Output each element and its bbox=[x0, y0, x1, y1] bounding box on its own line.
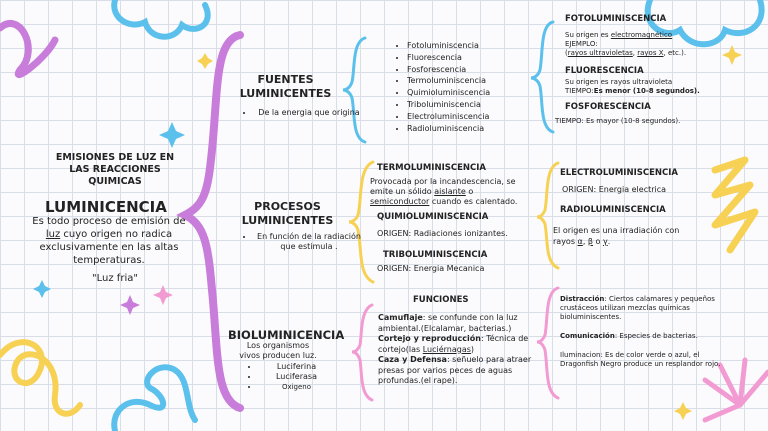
procesos-bullet: En función de la radiación que estimula … bbox=[254, 232, 364, 252]
fuentes-list-item: Triboluminiscencia bbox=[407, 99, 537, 111]
note-distraccion: Distracción: Ciertos calamares y pequeño… bbox=[560, 295, 715, 321]
fuentes-bullet: De la energia que origina bbox=[254, 108, 364, 118]
radio-title: RADIOLUMINISCENCIA bbox=[560, 205, 666, 215]
main-title: EMISIONES DE LUZ EN LAS REACCIONES QUIMI… bbox=[55, 152, 175, 187]
procesos-title: PROCESOS LUMINICENTES bbox=[241, 200, 334, 227]
bio-title: BIOLUMINICENCIA bbox=[228, 328, 345, 342]
tribo-title: TRIBOLUMINISCENCIA bbox=[383, 250, 488, 260]
pink-brace-funciones bbox=[351, 303, 374, 402]
fuentes-list-item: Termoluminiscencia bbox=[407, 75, 537, 87]
luciernagas-link[interactable]: Luciérnagas bbox=[422, 344, 471, 354]
electromagnetico-link[interactable]: electromagnético bbox=[610, 31, 673, 39]
bio-sub: Los organismos vivos producen luz. bbox=[239, 341, 317, 360]
blue-sparkle bbox=[159, 122, 185, 148]
fuentes-bullet-list: De la energia que origina bbox=[240, 108, 364, 118]
note-iluminacion: Iluminacion: Es de color verde o azul, e… bbox=[560, 351, 721, 368]
fluor-title: FLUORESCENCIA bbox=[565, 66, 644, 76]
fosfor-title: FOSFORESCENCIA bbox=[565, 102, 651, 112]
fuentes-list: FotoluminiscenciaFluorescenciaFosforesce… bbox=[393, 40, 537, 134]
aislante-link[interactable]: aislante bbox=[434, 187, 466, 196]
pink-brace-notes bbox=[536, 286, 560, 400]
fuentes-list-item: Fotoluminiscencia bbox=[407, 40, 537, 52]
blue-brace-list bbox=[342, 36, 367, 144]
blue-cloud-top-left bbox=[111, 0, 211, 40]
semiconductor-link[interactable]: semiconductor bbox=[370, 197, 430, 206]
fluor-text: Su origen es rayos ultravioleta TIEMPO:E… bbox=[565, 78, 700, 95]
purple-sparkle bbox=[120, 295, 140, 315]
termo-text: Provocada por la incandescencia, se emit… bbox=[370, 177, 518, 206]
fosfor-text: TIEMPO: Es mayor (10-8 segundos). bbox=[555, 117, 681, 125]
quimio-title: QUIMIOLUMINISCENCIA bbox=[377, 212, 489, 222]
notes-text: Distracción: Ciertos calamares y pequeño… bbox=[560, 295, 730, 369]
funcion-cortejo: Cortejo y reproducción: Técnica de corte… bbox=[378, 334, 529, 354]
fuentes-list-item: Fluorescencia bbox=[407, 52, 537, 64]
funcion-caza: Caza y Defensa: señuelo para atraer pres… bbox=[378, 355, 532, 385]
fuentes-list-item: Electroluminiscencia bbox=[407, 111, 537, 123]
rayos-ultravioletas-link[interactable]: rayos ultravioletas bbox=[567, 49, 633, 57]
funciones-text: Camuflaje: se confunde con la luz ambien… bbox=[378, 313, 538, 387]
funcion-camuflaje: Camuflaje: se confunde con la luz ambien… bbox=[378, 313, 518, 333]
purple-scribble-top-left bbox=[0, 20, 59, 79]
bio-list-item: Luciferina bbox=[259, 362, 334, 372]
yellow-sparkle-small bbox=[197, 53, 213, 69]
bio-list-item: Luciferasa bbox=[259, 372, 334, 382]
fuentes-list-item: Quimioluminiscencia bbox=[407, 87, 537, 99]
radio-text: El origen es una irradiación con rayos α… bbox=[553, 226, 680, 246]
fuentes-title: FUENTES LUMINICENTES bbox=[239, 73, 332, 100]
bio-list: LuciferinaLuciferasaOxigeno bbox=[245, 362, 334, 392]
quimio-text: ORIGEN: Radiaciones ionizantes. bbox=[377, 229, 508, 238]
termo-title: TERMOLUMINISCENCIA bbox=[377, 163, 487, 173]
pink-starburst bbox=[702, 357, 768, 423]
electro-text: ORIGEN: Energia electrica bbox=[562, 185, 667, 194]
rayos-x-link[interactable]: rayos X bbox=[637, 49, 664, 57]
main-purple-brace bbox=[176, 31, 244, 412]
main-description: Es todo proceso de emisión de luz cuyo o… bbox=[32, 216, 186, 266]
bio-list-item: Oxigeno bbox=[259, 382, 334, 392]
funciones-title: FUNCIONES bbox=[413, 295, 469, 305]
foto-title: FOTOLUMINISCENCIA bbox=[565, 14, 667, 24]
electro-title: ELECTROLUMINISCENCIA bbox=[560, 168, 679, 178]
fuentes-list-item: Radioluminiscencia bbox=[407, 123, 537, 135]
blue-loop-bottom bbox=[111, 364, 198, 431]
main-heading: LUMINICENCIA bbox=[45, 198, 167, 216]
luz-link[interactable]: luz bbox=[45, 229, 61, 240]
note-comunicacion: Comunicación: Especies de bacterias. bbox=[560, 332, 698, 340]
tribo-text: ORIGEN: Energia Mecanica bbox=[377, 264, 485, 273]
procesos-bullet-list: En función de la radiación que estimula … bbox=[240, 232, 364, 252]
yellow-swirl-bottom-left bbox=[0, 339, 83, 417]
yellow-sparkle-bottom bbox=[674, 402, 692, 420]
foto-text: Su origen es electromagnético EJEMPLO: (… bbox=[565, 31, 687, 57]
fuentes-list-item: Fosforescencia bbox=[407, 64, 537, 76]
main-quote: "Luz fria" bbox=[92, 273, 138, 284]
pink-sparkle bbox=[153, 285, 173, 305]
